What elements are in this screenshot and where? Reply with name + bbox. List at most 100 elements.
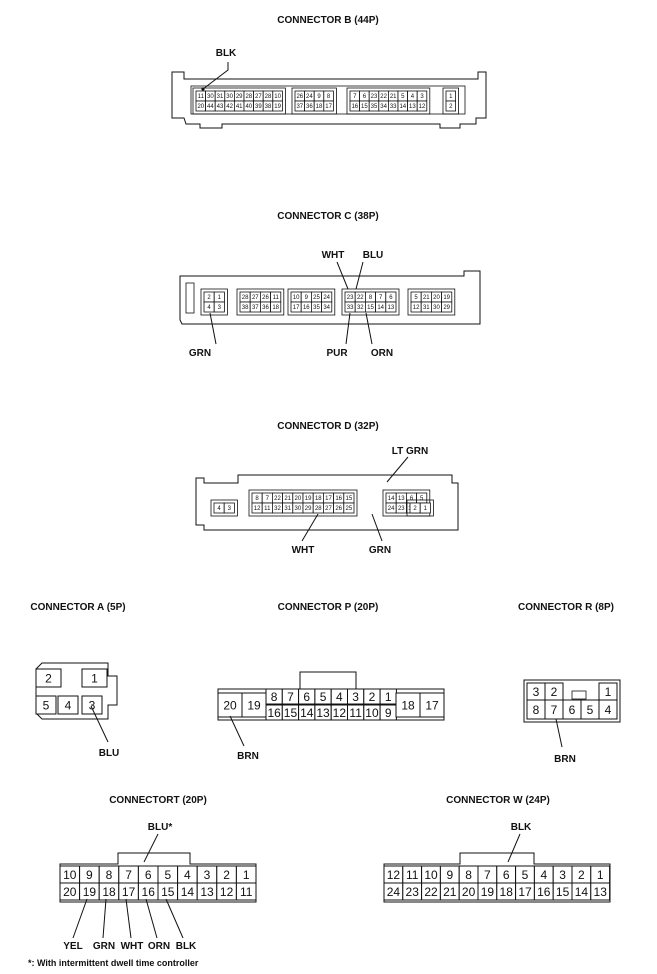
pin-18: 18 <box>315 496 322 502</box>
pin-41: 41 <box>236 104 243 110</box>
pin-32: 32 <box>274 506 281 512</box>
pin-1: 1 <box>597 868 604 882</box>
pin-13: 13 <box>409 104 416 110</box>
pin-28: 28 <box>242 295 249 301</box>
pin-20: 20 <box>295 496 302 502</box>
pin-26: 26 <box>262 295 269 301</box>
pin-35: 35 <box>313 305 320 311</box>
pin-31: 31 <box>217 94 224 100</box>
connector-t-leader-blu <box>143 833 159 863</box>
pin-21: 21 <box>390 94 397 100</box>
pin-9: 9 <box>385 706 392 720</box>
pin-3: 3 <box>218 305 222 311</box>
pin-28: 28 <box>265 94 272 100</box>
pin-6: 6 <box>303 690 310 704</box>
pin-11-cell <box>235 882 257 901</box>
pin-33: 33 <box>347 305 354 311</box>
pin-27: 27 <box>325 506 332 512</box>
pin-14: 14 <box>399 104 406 110</box>
pin-10: 10 <box>293 295 300 301</box>
pin-30: 30 <box>226 94 233 100</box>
pin-15: 15 <box>367 305 374 311</box>
pin-4-cell <box>57 695 79 715</box>
pin-22: 22 <box>424 885 438 899</box>
pin-15: 15 <box>161 885 175 899</box>
pin-36: 36 <box>306 104 313 110</box>
pin-3: 3 <box>559 868 566 882</box>
pin-block <box>210 499 238 517</box>
pin-17-cell <box>323 100 334 112</box>
pin-13: 13 <box>398 496 405 502</box>
pin-7: 7 <box>379 295 383 301</box>
pin-block <box>346 87 431 115</box>
pin-12: 12 <box>220 885 234 899</box>
pin-19: 19 <box>481 885 495 899</box>
pin-20: 20 <box>462 885 476 899</box>
connector-d-wire-grn: GRN <box>369 545 391 556</box>
connector-b-leader-dot <box>201 87 205 91</box>
pin-31: 31 <box>423 305 430 311</box>
pin-18: 18 <box>316 104 323 110</box>
connector-d-leader-wht <box>301 513 319 542</box>
pin-6: 6 <box>503 868 510 882</box>
connector-w-title: CONNECTOR W (24P) <box>446 795 550 806</box>
pin-21: 21 <box>423 295 430 301</box>
pin-17-cell <box>419 692 445 718</box>
connector-p-wire-brn: BRN <box>237 751 259 762</box>
pin-block <box>192 87 286 115</box>
pin-23: 23 <box>371 94 378 100</box>
pin-28: 28 <box>245 94 252 100</box>
pin-13: 13 <box>200 885 214 899</box>
connector-d-leader-ltgrn <box>386 456 409 483</box>
connector-c-leader-grn <box>209 312 217 345</box>
connector-a-wire-blu: BLU <box>99 748 120 759</box>
pin-1: 1 <box>91 672 98 686</box>
pin-2: 2 <box>551 685 558 699</box>
pin-1: 1 <box>385 690 392 704</box>
pin-33: 33 <box>390 104 397 110</box>
pin-31: 31 <box>284 506 291 512</box>
pin-16: 16 <box>142 885 156 899</box>
pin-5: 5 <box>401 94 405 100</box>
pin-8: 8 <box>327 94 331 100</box>
pin-26: 26 <box>296 94 303 100</box>
pin-18: 18 <box>272 305 279 311</box>
pin-30: 30 <box>433 305 440 311</box>
connector-c-wire-grn: GRN <box>189 348 211 359</box>
pin-10: 10 <box>424 868 438 882</box>
pin-5: 5 <box>43 699 50 713</box>
pin-19: 19 <box>443 295 450 301</box>
pin-23: 23 <box>406 885 420 899</box>
pin-11: 11 <box>240 885 253 899</box>
pin-9: 9 <box>86 868 93 882</box>
pin-3-cell <box>213 301 225 313</box>
pin-24: 24 <box>388 506 395 512</box>
pin-11: 11 <box>349 706 362 720</box>
pin-43: 43 <box>217 104 224 110</box>
pin-1: 1 <box>424 506 428 512</box>
pin-44: 44 <box>207 104 214 110</box>
pin-11: 11 <box>198 94 205 100</box>
pin-17: 17 <box>425 699 439 713</box>
pin-38: 38 <box>265 104 272 110</box>
pin-6: 6 <box>410 496 414 502</box>
connector-c-wire-orn: ORN <box>371 348 393 359</box>
pin-4: 4 <box>336 690 343 704</box>
pin-24: 24 <box>323 295 330 301</box>
pin-7: 7 <box>287 690 294 704</box>
pin-10: 10 <box>274 94 281 100</box>
connector-t-wire-grn: GRN <box>93 941 115 952</box>
connector-d-wire-wht: WHT <box>292 545 315 556</box>
pin-15: 15 <box>346 496 353 502</box>
pin-39: 39 <box>255 104 262 110</box>
connector-w-wire-blk: BLK <box>511 822 532 833</box>
pin-6: 6 <box>569 703 576 717</box>
connector-t-wire-blk: BLK <box>176 941 197 952</box>
pin-14: 14 <box>377 305 384 311</box>
connector-a-title: CONNECTOR A (5P) <box>30 602 125 613</box>
